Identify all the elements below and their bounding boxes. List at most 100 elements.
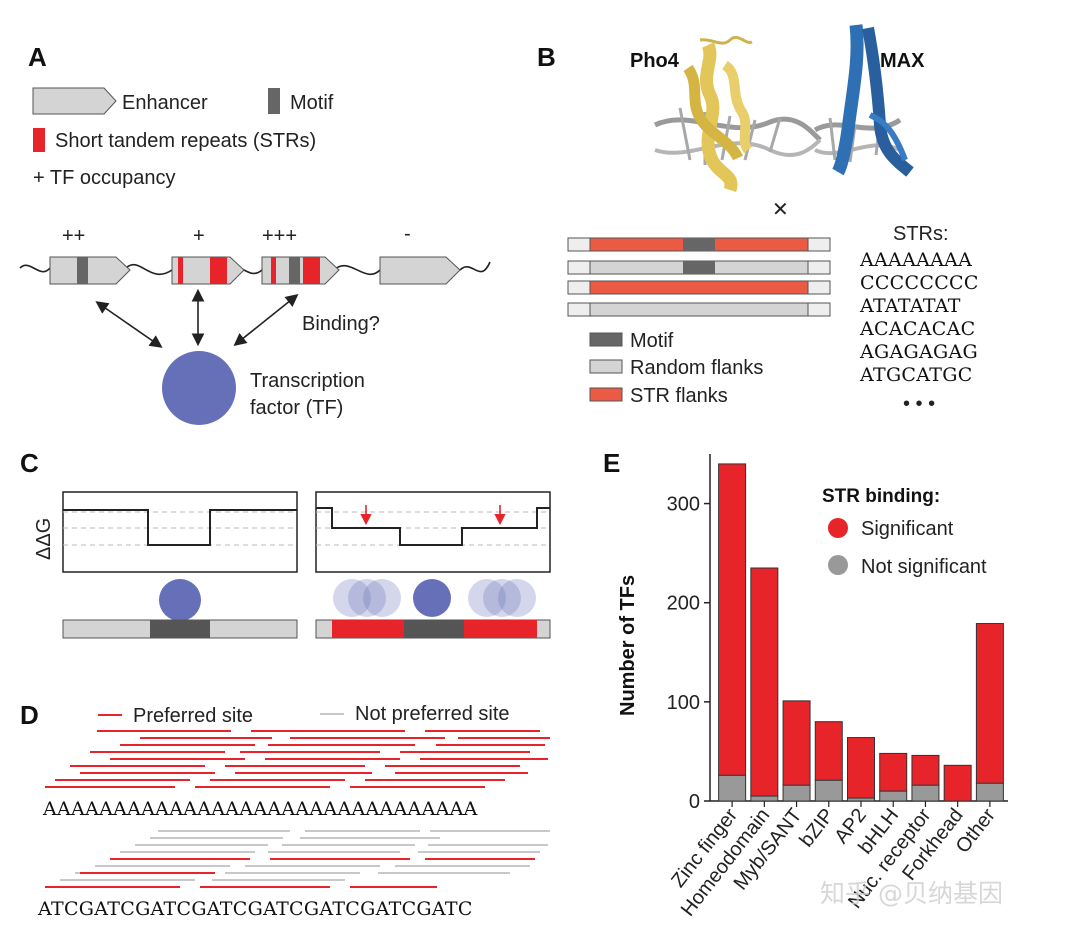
y-tick-label: 0 (689, 791, 700, 813)
legend-motif-swatch (268, 88, 280, 114)
legend-b-str-label: STR flanks (630, 385, 728, 407)
bar-significant (750, 567, 779, 797)
legend-b-random-label: Random flanks (630, 357, 763, 379)
bar-significant (943, 764, 972, 802)
panel-a-label: A (28, 42, 47, 72)
bar-significant (911, 754, 940, 786)
legend-b-motif-label: Motif (630, 330, 674, 352)
str-right (464, 620, 537, 638)
x-tick-label: bZIP (795, 805, 838, 852)
tf-sliding-right (468, 579, 536, 617)
enhancer-4 (379, 256, 461, 285)
str-more-dots: • • • (903, 393, 935, 415)
bar-significant (879, 752, 908, 792)
sequence-poly-a: AAAAAAAAAAAAAAAAAAAAAAAAAAAAAAA (42, 798, 478, 820)
tf-label-line1: Transcription (250, 370, 365, 392)
chart-bars (718, 463, 1004, 802)
legend-str-label: Short tandem repeats (STRs) (55, 130, 316, 152)
bar-not-significant (814, 779, 843, 802)
energy-plot-left (62, 491, 298, 573)
binding-question: Binding? (302, 313, 380, 335)
bar-significant (847, 737, 875, 799)
chart-legend-title: STR binding: (822, 486, 940, 507)
legend-motif-label: Motif (290, 92, 334, 114)
legend-b-random-swatch (589, 359, 623, 374)
legend-not-preferred-label: Not preferred site (355, 703, 510, 725)
bar-significant (718, 463, 747, 776)
energy-profile-left (63, 509, 297, 546)
binding-arrow-1 (95, 301, 163, 348)
enhancer-1 (49, 256, 131, 285)
library-construct-1 (567, 237, 831, 252)
protein-pho4-label: Pho4 (630, 50, 680, 72)
str-left (332, 620, 404, 638)
chart-x-labels: Zinc fingerHomeodomainMyb/SANTbZIPAP2bHL… (667, 801, 1000, 921)
bar-not-significant (718, 774, 747, 802)
tf-sliding-left (333, 579, 401, 617)
legend-not-significant-label: Not significant (861, 556, 987, 578)
reads-poly-a (45, 730, 550, 788)
legend-enhancer-shape (32, 87, 117, 115)
panel-b: B Pho4 MAX ✕ (537, 24, 978, 415)
legend-occupancy-label: + TF occupancy (33, 167, 175, 189)
transcription-factor-circle (162, 351, 236, 425)
sequence-atcg: ATCGATCGATCGATCGATCGATCGATCGATC (37, 898, 473, 920)
legend-preferred-label: Preferred site (133, 705, 253, 727)
legend-significant-label: Significant (861, 518, 954, 540)
y-tick-label: 300 (667, 494, 700, 516)
legend-significant-marker (828, 518, 848, 538)
bar-not-significant (750, 795, 779, 802)
binding-arrow-3 (233, 294, 299, 346)
motif-left (150, 620, 210, 638)
panel-c-label: C (20, 448, 39, 478)
bar-not-significant (911, 784, 940, 802)
reads-atcg-preferred (45, 858, 535, 888)
panel-a: A Enhancer Motif Short tandem repeats (S… (19, 42, 491, 425)
tf-bound-left (159, 579, 201, 621)
legend-enhancer-label: Enhancer (122, 92, 208, 114)
watermark: 知乎 @贝纳基因 (820, 879, 1003, 908)
library-construct-2 (567, 260, 831, 275)
panel-c: C ΔΔG (20, 448, 551, 639)
ddg-axis-label: ΔΔG (33, 518, 55, 560)
chart-y-axis-label: Number of TFs (617, 575, 639, 716)
bar-not-significant (782, 784, 811, 802)
occupancy-1: ++ (62, 225, 85, 247)
protein-max-label: MAX (880, 50, 925, 72)
occupancy-3: +++ (262, 225, 297, 247)
max-structure-image (813, 24, 914, 177)
panel-d: D Preferred site Not preferred site AAAA… (20, 700, 550, 920)
y-tick-label: 100 (667, 692, 700, 714)
energy-plot-right (315, 491, 551, 573)
panel-e-label: E (603, 448, 620, 478)
bar-not-significant (975, 782, 1004, 802)
tf-label-line2: factor (TF) (250, 397, 343, 419)
str-seq-1: AAAAAAAA (859, 249, 972, 271)
enhancer-2 (171, 256, 245, 285)
legend-b-motif-swatch (589, 332, 623, 347)
tf-bound-right (413, 579, 451, 617)
legend-b-str-swatch (589, 387, 623, 402)
panel-b-label: B (537, 42, 556, 72)
bar-significant (814, 721, 843, 781)
enhancer-3 (261, 256, 340, 285)
occupancy-4: - (404, 223, 411, 245)
panel-e: E Number of TFs 0 100 200 300 Zinc fingerHo… (603, 448, 1008, 921)
occupancy-2: + (193, 225, 205, 247)
panel-d-label: D (20, 700, 39, 730)
bar-significant (782, 700, 811, 786)
str-seq-6: ATGCATGC (859, 364, 973, 386)
cross-symbol: ✕ (772, 199, 789, 221)
str-seq-5: AGAGAGAG (859, 341, 978, 363)
energy-profile-right (316, 507, 550, 546)
library-construct-3 (567, 280, 831, 295)
library-construct-4 (567, 302, 831, 317)
strs-title: STRs: (893, 223, 949, 245)
y-tick-label: 200 (667, 593, 700, 615)
legend-not-significant-marker (828, 555, 848, 575)
pho4-structure-image (653, 35, 822, 193)
bar-not-significant (879, 790, 908, 802)
bar-significant (975, 623, 1004, 784)
legend-str-swatch (33, 128, 45, 152)
